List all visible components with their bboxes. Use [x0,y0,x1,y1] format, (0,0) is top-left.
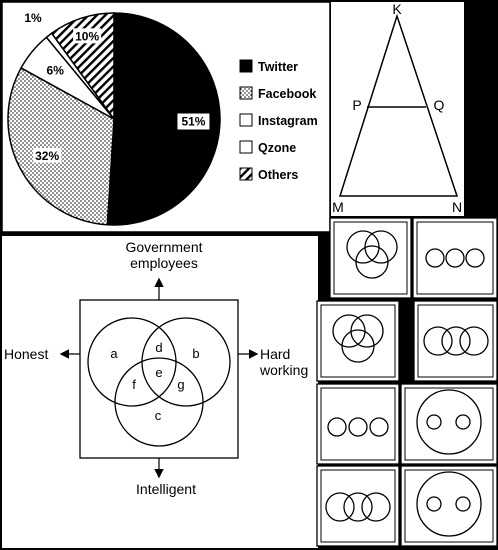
region-g: g [177,377,184,392]
venn-circle-hard-working [141,317,231,407]
legend-label-instagram: Instagram [258,114,318,128]
option-4[interactable] [413,300,498,382]
label-honest: Honest [4,346,48,362]
option-6-outer-circle [416,389,482,455]
option-8-outer-circle [416,471,482,537]
legend-swatch-qzone [239,140,253,154]
option-1[interactable] [329,217,412,299]
triangle-kmn [338,13,459,197]
venn-panel: Government employees Honest Hard working… [2,236,318,548]
point-q-label: Q [434,97,445,113]
option-7-circle [325,492,355,522]
option-boxes [316,217,498,547]
label-intelligent: Intelligent [136,481,196,497]
pie-label-backing [33,147,62,163]
option-1-circle [355,245,389,279]
option-8-inner-circle [455,496,471,512]
pie-label-qzone: 1% [24,11,42,25]
legend-swatch-twitter [239,59,253,73]
option-7-circle [361,492,391,522]
venn-circle-intelligent [114,357,204,447]
vertex-n-label: N [452,199,462,215]
pie-chart-panel: 51% 32% 6% 1% 10% TwitterFacebookInstagramQz… [1,1,331,233]
region-a: a [110,346,118,361]
option-2-circle [465,248,485,268]
option-3[interactable] [316,300,400,382]
pie-label-backing [73,28,102,44]
label-government: Government [125,239,202,255]
option-4-circle [423,326,453,356]
option-2-circle [425,248,445,268]
region-e: e [155,365,162,380]
venn-circle-honest [87,317,177,407]
region-c: c [155,408,162,423]
point-p-label: P [352,97,361,113]
region-f: f [132,377,136,392]
option-4-circle [459,326,489,356]
pie-label-others: 10% [75,29,99,43]
option-6-inner-circle [455,414,471,430]
label-hard: Hard [260,346,290,362]
option-7[interactable] [316,465,400,547]
option-5[interactable] [316,383,400,465]
option-8[interactable] [400,465,498,547]
pie-label-facebook: 32% [35,149,59,163]
pie-label-twitter: 51% [181,114,205,128]
option-5-circle [369,417,389,437]
pie-slice-twitter [106,12,221,226]
pie-labels: 51% 32% 6% 1% 10% [24,11,210,163]
option-4-circle [441,326,471,356]
legend-label-twitter: Twitter [258,60,298,74]
legend-label-facebook: Facebook [258,87,316,101]
label-working: working [259,362,308,378]
option-6[interactable] [400,383,498,465]
vertex-m-label: M [332,199,344,215]
option-3-circle [341,329,375,363]
triangle-panel: K P Q M N [331,1,464,216]
legend-label-others: Others [258,168,298,182]
label-employees: employees [130,255,198,271]
legend-swatch-facebook [239,86,253,100]
vertex-k-label: K [392,1,402,17]
legend-label-qzone: Qzone [258,141,296,155]
option-2[interactable] [412,217,498,299]
option-6-inner-circle [426,414,442,430]
option-8-inner-circle [426,496,442,512]
option-5-circle [327,417,347,437]
option-7-circle [343,492,373,522]
region-b: b [192,346,199,361]
option-2-circle [445,248,465,268]
pie-label-instagram: 6% [47,63,65,77]
region-d: d [155,340,162,355]
legend-swatch-others [239,167,253,181]
pie-label-backing [177,113,210,130]
legend-swatch-instagram [239,113,253,127]
pie-slices [7,12,221,226]
option-5-circle [348,417,368,437]
pie-slice-facebook [7,66,115,226]
